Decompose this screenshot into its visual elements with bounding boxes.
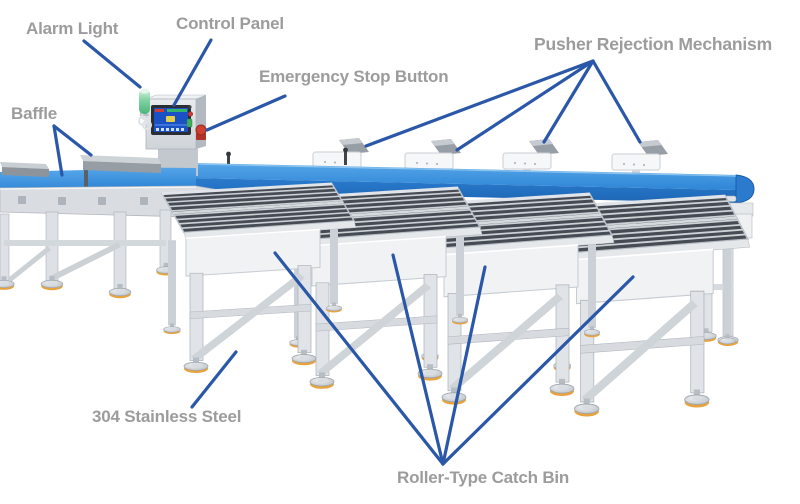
green-button (186, 118, 193, 128)
baffle-bar-weigher (80, 155, 161, 173)
leader-lines (52, 38, 642, 466)
alarm-light (138, 88, 152, 130)
leader-emergency-stop (205, 94, 287, 132)
leader-alarm-light (82, 39, 142, 89)
indicator-dot (188, 105, 192, 109)
emergency-stop-button (195, 124, 207, 140)
stainless-steel-label: 304 Stainless Steel (92, 407, 242, 426)
hmi-screen (151, 105, 191, 135)
leader-bin-3 (441, 265, 487, 466)
emergency-stop-label: Emergency Stop Button (259, 67, 449, 86)
leader-baffle-2 (52, 124, 64, 177)
leader-bin-1 (273, 251, 445, 466)
leader-bin-4 (441, 275, 635, 466)
leader-pusher-3 (542, 59, 595, 144)
leader-control-panel (172, 38, 213, 107)
alarm-light-label: Alarm Light (26, 19, 119, 38)
leader-bin-2 (391, 253, 445, 466)
leader-pusher-1 (364, 59, 595, 148)
leader-pusher-4 (591, 59, 642, 144)
leader-pusher-2 (455, 59, 595, 152)
pusher-rejection-label: Pusher Rejection Mechanism (534, 34, 772, 54)
infeed-section (0, 155, 231, 299)
red-button (187, 111, 194, 117)
baffle-bar-infeed (0, 162, 49, 177)
belt-sensor-posts (226, 147, 348, 169)
pusher-unit-4 (611, 139, 669, 175)
bench-legs (0, 209, 177, 299)
control-panel-box (138, 88, 207, 150)
pusher-unit-3 (502, 138, 560, 174)
leader-stainless (190, 350, 238, 409)
leader-baffle-1 (52, 124, 93, 157)
baffle-label: Baffle (11, 104, 58, 123)
catch-bin-label: Roller-Type Catch Bin (397, 468, 570, 487)
control-panel-label: Control Panel (176, 14, 284, 33)
control-tower-pedestal (158, 142, 198, 176)
